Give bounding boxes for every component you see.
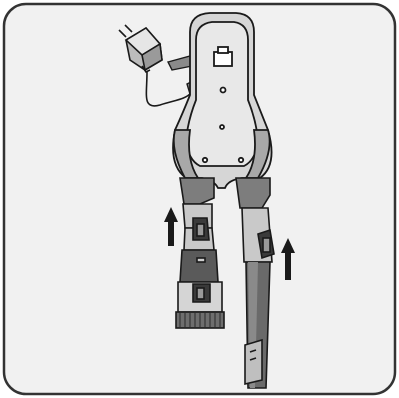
right-holder-arm	[236, 178, 270, 208]
